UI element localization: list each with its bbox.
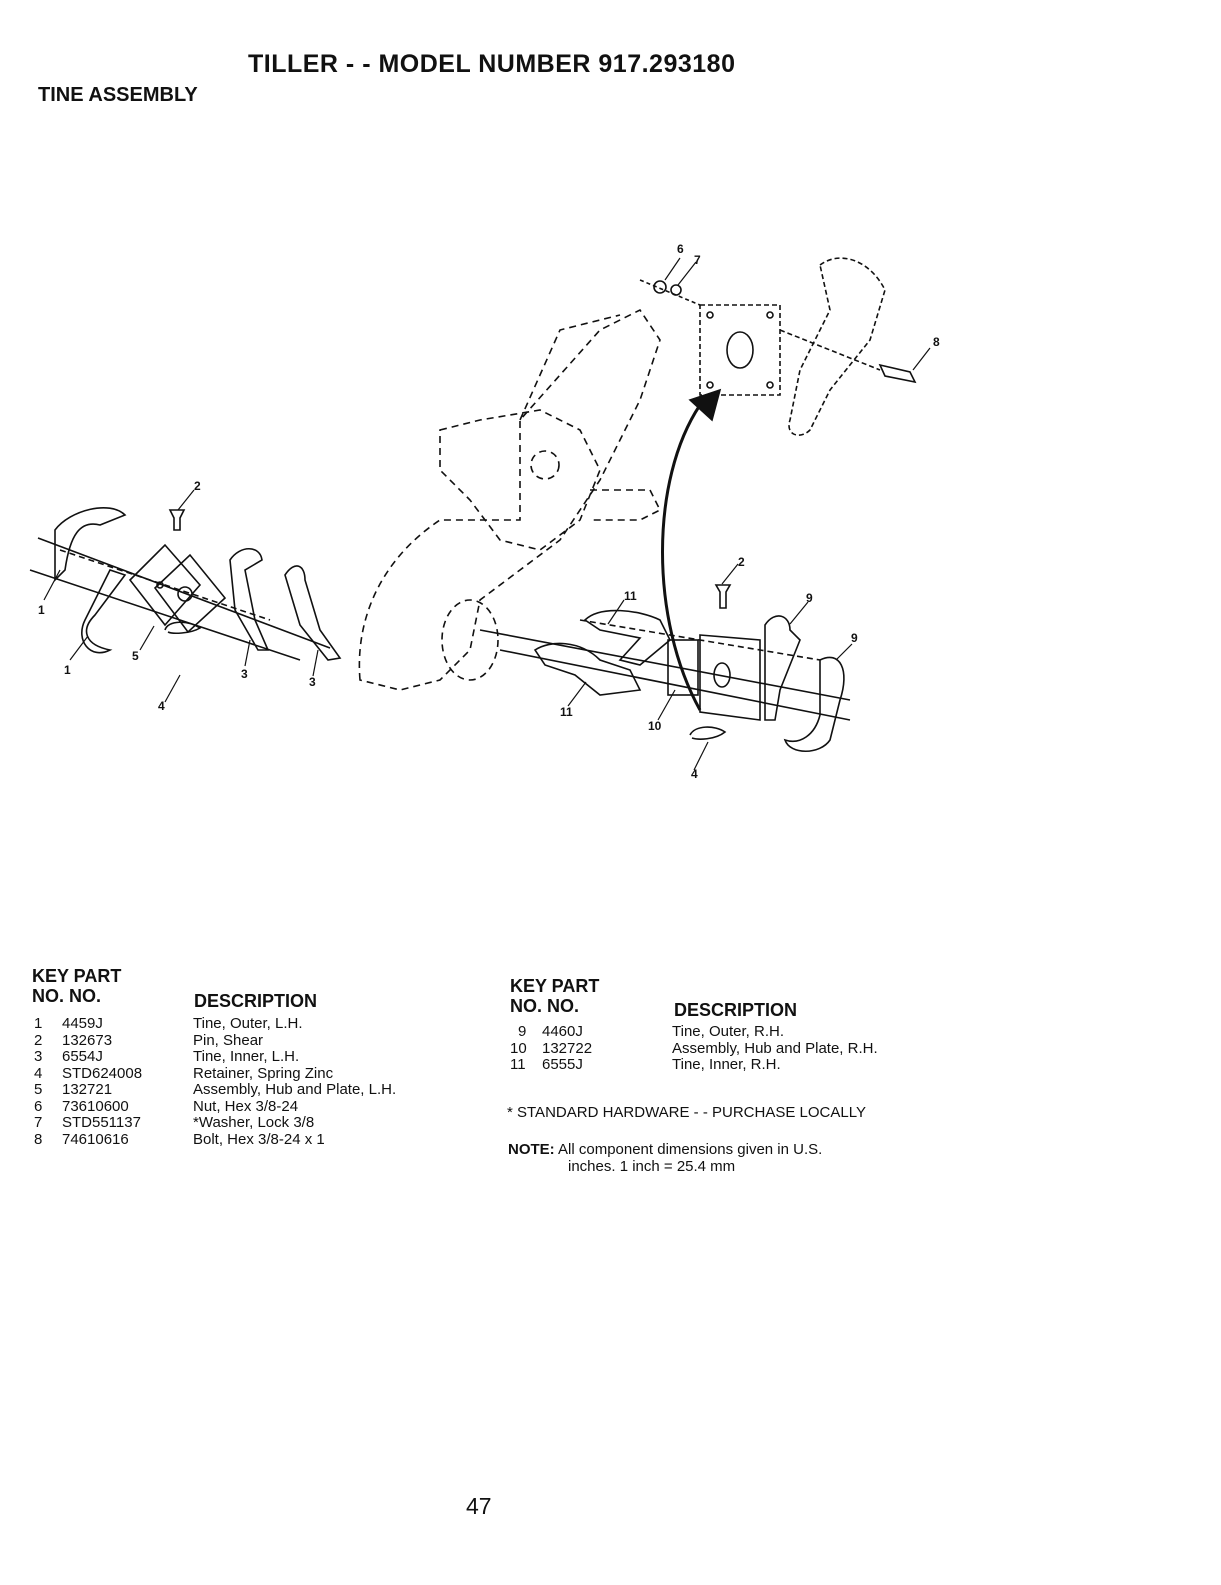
part-no: 4459J xyxy=(62,1015,103,1032)
part-no: 73610600 xyxy=(62,1097,129,1115)
part-row: 5 132721 Assembly, Hub and Plate, L.H. xyxy=(34,1081,474,1099)
part-description: Nut, Hex 3/8-24 xyxy=(193,1097,299,1115)
key-no: 5 xyxy=(34,1081,43,1098)
callout-5: 5 xyxy=(132,649,139,663)
page-number: 47 xyxy=(466,1493,492,1519)
left-retainer xyxy=(164,621,202,634)
right-inner-tine-upper xyxy=(583,609,671,666)
part-row: 3 6554J Tine, Inner, L.H. xyxy=(34,1048,474,1066)
callout-9-lower: 9 xyxy=(851,631,858,645)
part-description: Retainer, Spring Zinc xyxy=(193,1064,334,1082)
tine-assembly-diagram: 6 7 8 2 2 9 9 11 11 10 1 1 5 3 3 4 4 xyxy=(29,242,940,781)
callout-7: 7 xyxy=(694,253,701,267)
tiller-frame-outline xyxy=(358,308,662,691)
key-no: 8 xyxy=(34,1130,43,1148)
left-hub-plate-a xyxy=(128,543,202,627)
key-no: 7 xyxy=(34,1114,43,1131)
assembly-arrow xyxy=(661,404,702,711)
part-row: 8 74610616 Bolt, Hex 3/8-24 x 1 xyxy=(34,1130,474,1149)
part-description: Tine, Outer, R.H. xyxy=(672,1023,784,1040)
part-no: 132721 xyxy=(62,1081,113,1098)
part-row: 10 132722 Assembly, Hub and Plate, R.H. xyxy=(510,1039,950,1058)
right-outer-tine-upper xyxy=(764,615,801,721)
parts-list-right: KEY PART NO. NO. DESCRIPTION 9 4460J Tine,… xyxy=(510,976,950,1073)
part-no: 6555J xyxy=(542,1056,583,1073)
key-no: 4 xyxy=(34,1064,43,1082)
right-retainer xyxy=(689,726,727,740)
part-no: 132722 xyxy=(542,1039,593,1057)
right-outer-tine-lower xyxy=(783,656,845,753)
note-line-2: inches. 1 inch = 25.4 mm xyxy=(568,1158,736,1175)
part-description: Assembly, Hub and Plate, L.H. xyxy=(193,1081,397,1098)
part-row: 7 STD551137 *Washer, Lock 3/8 xyxy=(34,1114,474,1132)
hex-nut xyxy=(653,280,667,294)
callout-9-upper: 9 xyxy=(806,591,813,605)
callout-3-b: 3 xyxy=(309,675,316,689)
part-description: Tine, Inner, L.H. xyxy=(193,1048,300,1065)
note-label: NOTE: xyxy=(508,1141,555,1158)
callout-4-right: 4 xyxy=(691,767,698,781)
callout-4-left: 4 xyxy=(158,699,165,713)
header-description: DESCRIPTION xyxy=(674,1000,798,1020)
section-title: TINE ASSEMBLY xyxy=(38,84,198,106)
left-outer-tine-upper xyxy=(54,507,127,582)
part-row: 9 4460J Tine, Outer, R.H. xyxy=(510,1023,950,1041)
part-description: Tine, Outer, L.H. xyxy=(193,1015,303,1032)
part-description: Tine, Inner, R.H. xyxy=(672,1056,781,1073)
part-row: 2 132673 Pin, Shear xyxy=(34,1031,474,1050)
key-no: 9 xyxy=(518,1023,527,1040)
note-line-1: All component dimensions given in U.S. xyxy=(558,1141,823,1158)
part-description: *Washer, Lock 3/8 xyxy=(193,1114,315,1131)
callout-1-upper: 1 xyxy=(38,603,45,617)
part-row: 11 6555J Tine, Inner, R.H. xyxy=(510,1056,950,1074)
part-row: 1 4459J Tine, Outer, L.H. xyxy=(34,1015,474,1033)
key-no: 6 xyxy=(34,1097,43,1115)
header-no-no: NO. NO. xyxy=(510,996,580,1016)
part-no: 132673 xyxy=(62,1031,113,1049)
key-no: 3 xyxy=(34,1048,43,1065)
key-no: 10 xyxy=(510,1039,527,1057)
right-shear-pin xyxy=(714,584,732,609)
left-hub-plate-b xyxy=(153,553,227,634)
key-no: 11 xyxy=(510,1056,526,1073)
callout-6: 6 xyxy=(677,242,684,256)
part-row: 4 STD624008 Retainer, Spring Zinc xyxy=(34,1064,474,1083)
callout-1-lower: 1 xyxy=(64,663,71,677)
dimension-note: NOTE: All component dimensions given in … xyxy=(508,1141,822,1175)
callout-8: 8 xyxy=(933,335,940,349)
callout-11-upper: 11 xyxy=(624,589,637,603)
header-description: DESCRIPTION xyxy=(194,991,318,1011)
key-no: 2 xyxy=(34,1031,43,1049)
callout-2-right: 2 xyxy=(738,555,745,569)
standard-hardware-note: * STANDARD HARDWARE - - PURCHASE LOCALLY xyxy=(507,1104,866,1121)
part-no: 6554J xyxy=(62,1048,103,1065)
part-no: STD551137 xyxy=(62,1114,141,1131)
page-title: TILLER - - MODEL NUMBER 917.293180 xyxy=(248,50,736,78)
part-description: Bolt, Hex 3/8-24 x 1 xyxy=(193,1130,325,1148)
parts-list-left: KEY PART NO. NO. DESCRIPTION 1 4459J Tine,… xyxy=(32,966,472,1147)
hex-bolt xyxy=(878,363,917,384)
part-no: 74610616 xyxy=(62,1130,129,1148)
header-key-part: KEY PART xyxy=(510,976,600,996)
callout-10: 10 xyxy=(648,719,662,733)
callout-3-a: 3 xyxy=(241,667,248,681)
part-row: 6 73610600 Nut, Hex 3/8-24 xyxy=(34,1097,474,1116)
right-inner-tine-lower xyxy=(533,642,642,696)
header-no-no: NO. NO. xyxy=(32,986,102,1006)
hub-plate-detail xyxy=(699,304,781,396)
part-no: STD624008 xyxy=(62,1064,143,1082)
header-key-part: KEY PART xyxy=(32,966,122,986)
left-inner-tine-b xyxy=(284,565,342,661)
callout-11-lower: 11 xyxy=(560,705,573,719)
left-outer-tine-lower xyxy=(81,569,127,654)
callout-2-left: 2 xyxy=(194,479,201,493)
part-description: Pin, Shear xyxy=(193,1031,264,1049)
left-inner-tine-a xyxy=(229,547,270,651)
part-no: 4460J xyxy=(542,1023,583,1040)
part-description: Assembly, Hub and Plate, R.H. xyxy=(672,1039,878,1057)
left-shear-pin xyxy=(168,509,186,531)
key-no: 1 xyxy=(34,1015,43,1032)
right-hub-plate xyxy=(699,634,761,721)
right-outer-tine-dashed xyxy=(788,257,886,436)
